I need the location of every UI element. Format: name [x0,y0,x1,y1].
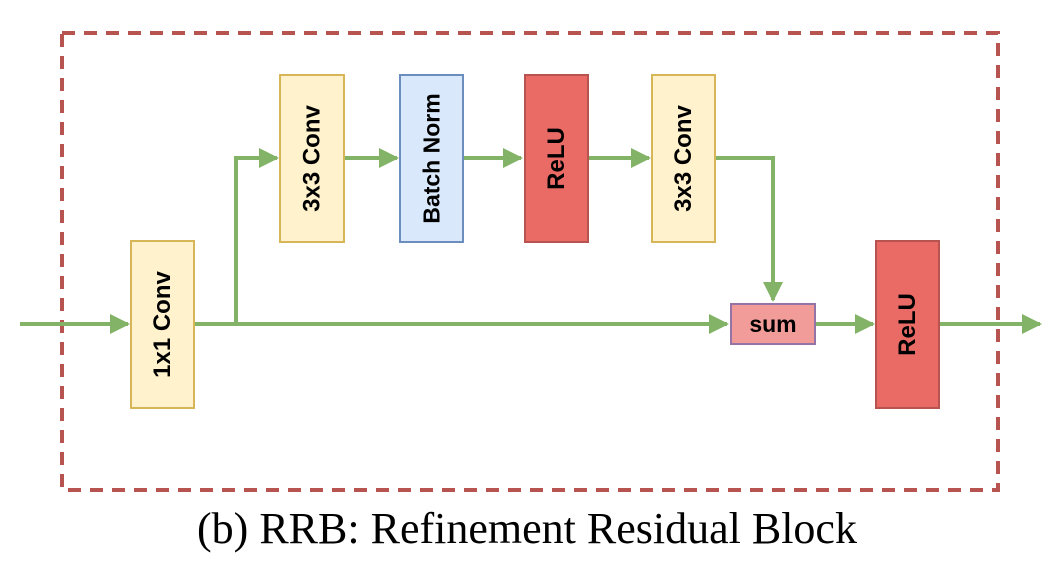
conv1x1-block: 1x1 Conv [130,240,195,409]
conv3x3-block-2: 3x3 Conv [651,74,716,243]
connectors [20,148,1042,334]
conv3x3-to-sum-arrow [715,156,783,302]
batchnorm-block: Batch Norm [399,74,464,243]
branch-to-conv3x3-arrow [234,148,279,324]
relu-label-1: ReLU [543,127,570,190]
batchnorm-label: Batch Norm [419,93,445,223]
conv3x3-label-1: 3x3 Conv [299,104,326,211]
figure-caption: (b) RRB: Refinement Residual Block [197,504,857,553]
relu-block-1: ReLU [524,74,589,243]
relu-block-2: ReLU [875,240,940,409]
relu-label-2: ReLU [894,293,921,356]
sum-block: sum [730,303,816,345]
conv1x1-label: 1x1 Conv [149,270,176,377]
conv3x3-block-1: 3x3 Conv [279,74,345,243]
sum-label: sum [749,311,796,337]
conv3x3-label-2: 3x3 Conv [670,104,697,211]
block-frame [60,31,1000,492]
